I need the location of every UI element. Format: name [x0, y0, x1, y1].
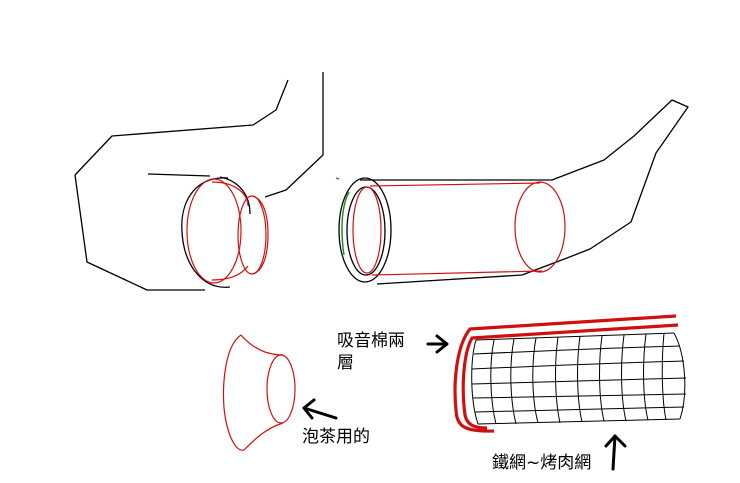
green-highlight-mark — [335, 177, 350, 256]
right-tube-red — [352, 181, 566, 276]
arrow-right-icon — [426, 334, 449, 354]
left-body-outline — [74, 72, 324, 291]
right-body-outline — [338, 99, 689, 285]
sound-absorbing-label: 吸音棉兩 — [337, 331, 405, 351]
sound-absorbing-label-line2: 層 — [337, 353, 354, 373]
sound-absorber-layers — [453, 314, 679, 433]
left-opening-red — [186, 178, 269, 284]
tea-cup-part — [222, 334, 296, 451]
arrow-up-icon — [604, 434, 627, 471]
tea-cup-label: 泡茶用的 — [302, 427, 370, 447]
mesh-tube — [471, 332, 687, 425]
arrow-left-icon — [302, 398, 338, 420]
mesh-label: 鐵網~烤肉網 — [492, 453, 592, 473]
